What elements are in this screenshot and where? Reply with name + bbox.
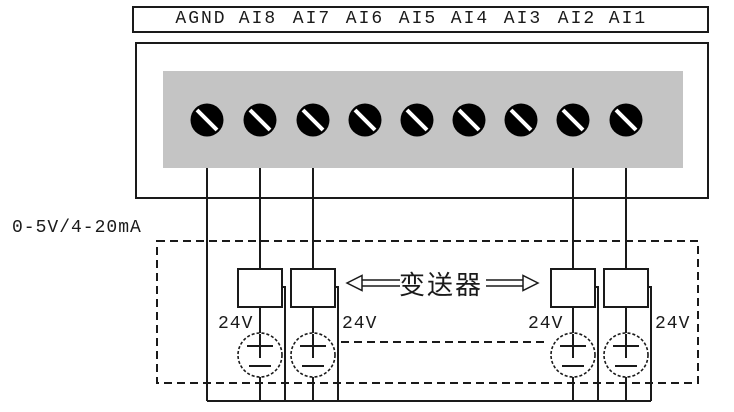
- terminal-label-ai5: AI5: [398, 9, 438, 29]
- dc-source-icon: [603, 332, 649, 378]
- terminal-label-ai2: AI2: [557, 9, 597, 29]
- screw-terminal-icons: [190, 103, 643, 137]
- transmitter-label: 变送器: [399, 271, 484, 301]
- supply-to-bus-wires: [259, 377, 627, 401]
- transmitter-block-4: [603, 268, 649, 308]
- transmitter-return-wires: [282, 286, 652, 401]
- terminal-label-ai1: AI1: [608, 9, 648, 29]
- terminal-label-ai3: AI3: [503, 9, 543, 29]
- terminal-wires: [206, 168, 627, 401]
- screw-terminal-icon: [348, 103, 382, 137]
- dc-source-icon: [290, 332, 336, 378]
- terminal-label-ai6: AI6: [345, 9, 385, 29]
- arrow-right-icon: [486, 274, 540, 292]
- supply-voltage-label-2: 24V: [342, 314, 378, 334]
- screw-terminal-icon: [556, 103, 590, 137]
- screw-terminal-icon: [243, 103, 277, 137]
- dc-source-icon: [237, 332, 283, 378]
- supply-voltage-label-1: 24V: [218, 314, 254, 334]
- transmitter-to-supply-wires: [259, 307, 627, 333]
- supply-voltage-label-3: 24V: [528, 314, 564, 334]
- terminal-label-ai8: AI8: [238, 9, 278, 29]
- dc-source-icon: [550, 332, 596, 378]
- screw-terminal-icon: [400, 103, 434, 137]
- supply-voltage-label-4: 24V: [655, 314, 691, 334]
- transmitter-block-1: [237, 268, 283, 308]
- transmitter-block-3: [550, 268, 596, 308]
- transmitter-block-2: [290, 268, 336, 308]
- terminal-label-agnd: AGND: [175, 9, 227, 29]
- screw-terminal-icon: [609, 103, 643, 137]
- field-boundary-dashed-box: [156, 240, 699, 384]
- terminal-label-ai4: AI4: [450, 9, 490, 29]
- terminal-label-box: [132, 6, 709, 33]
- arrow-left-icon: [345, 274, 400, 292]
- screw-terminal-icon: [296, 103, 330, 137]
- terminal-label-ai7: AI7: [292, 9, 332, 29]
- signal-range-label: 0-5V/4-20mA: [12, 218, 142, 238]
- screw-terminal-icon: [452, 103, 486, 137]
- screw-terminal-icon: [190, 103, 224, 137]
- screw-terminal-icon: [504, 103, 538, 137]
- dc-source-icons: [237, 332, 649, 378]
